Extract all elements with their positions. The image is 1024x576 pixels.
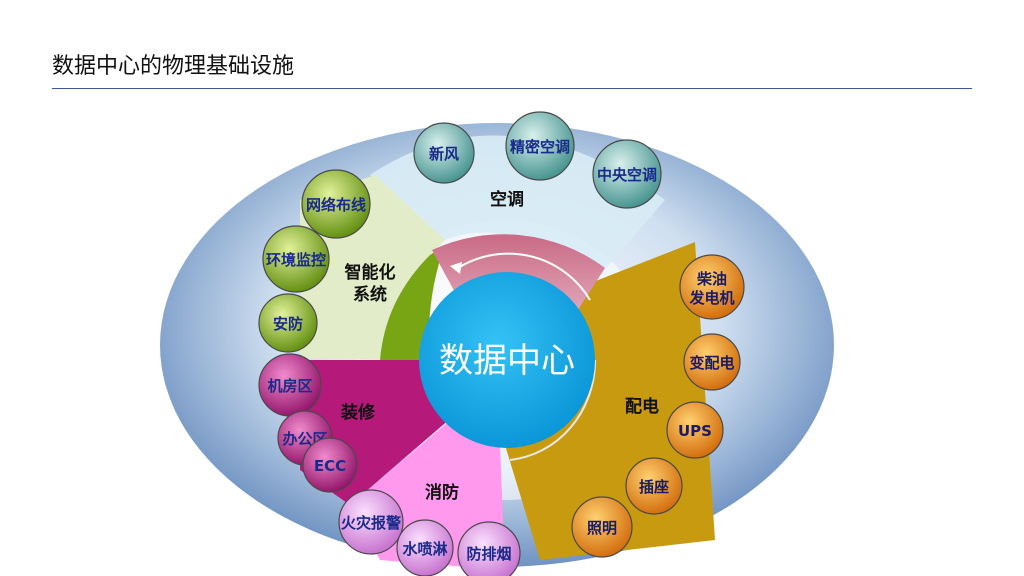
- page-title: 数据中心的物理基础设施: [52, 54, 295, 79]
- bubble-fire-0: 火灾报警: [338, 489, 404, 555]
- bubble-fire-1: 水喷淋: [396, 519, 454, 576]
- segment-label-smart: 智能化系统: [345, 262, 396, 305]
- bubble-label: ECC: [314, 457, 346, 475]
- cycle-arrowhead: [450, 262, 462, 274]
- bubble-power-3: 插座: [625, 457, 683, 515]
- bubble-power-1: 变配电: [683, 333, 741, 391]
- bubble-label: 安防: [273, 315, 303, 333]
- bubble-label: 机房区: [267, 377, 312, 395]
- bubble-label: 防排烟: [466, 545, 511, 563]
- bubble-aircon-1: 精密空调: [505, 111, 575, 181]
- segment-label-power: 配电: [625, 396, 659, 417]
- center-label: 数据中心: [439, 341, 575, 381]
- bubble-label: 插座: [639, 478, 669, 496]
- bubble-label: 变配电: [689, 354, 734, 372]
- bubble-label: 火灾报警: [341, 514, 401, 532]
- title-divider: [52, 88, 972, 89]
- bubble-power-2: UPS: [666, 401, 724, 459]
- bubble-label: 精密空调: [510, 138, 570, 156]
- segment-label-aircon: 空调: [490, 189, 524, 210]
- bubble-smart-0: 网络布线: [301, 169, 371, 239]
- bubble-label: 照明: [587, 519, 617, 537]
- center-circle: [419, 272, 595, 448]
- cycle-arrow: [454, 252, 591, 301]
- bubble-label: 水喷淋: [402, 540, 447, 558]
- bubble-label: 环境监控: [266, 251, 326, 269]
- bubble-aircon-0: 新风: [413, 122, 475, 184]
- bubble-label: UPS: [678, 422, 712, 440]
- bubble-label: 柴油发电机: [688, 270, 734, 307]
- bubble-fire-2: 防排烟: [457, 521, 521, 576]
- bubble-aircon-2: 中央空调: [592, 139, 662, 209]
- bubble-decor-0: 机房区: [258, 353, 322, 417]
- bubble-label: 新风: [429, 145, 459, 163]
- bubble-decor-2: ECC: [302, 437, 358, 493]
- bubble-smart-2: 安防: [258, 293, 318, 353]
- segment-label-fire: 消防: [425, 482, 459, 503]
- bubble-label: 中央空调: [597, 166, 657, 184]
- bubble-power-0: 柴油发电机: [679, 254, 745, 320]
- bubble-power-4: 照明: [571, 496, 633, 558]
- cycle-ring: [509, 359, 597, 461]
- segment-label-decor: 装修: [340, 402, 376, 423]
- bubble-label: 网络布线: [306, 196, 366, 214]
- bubble-smart-1: 环境监控: [262, 225, 330, 293]
